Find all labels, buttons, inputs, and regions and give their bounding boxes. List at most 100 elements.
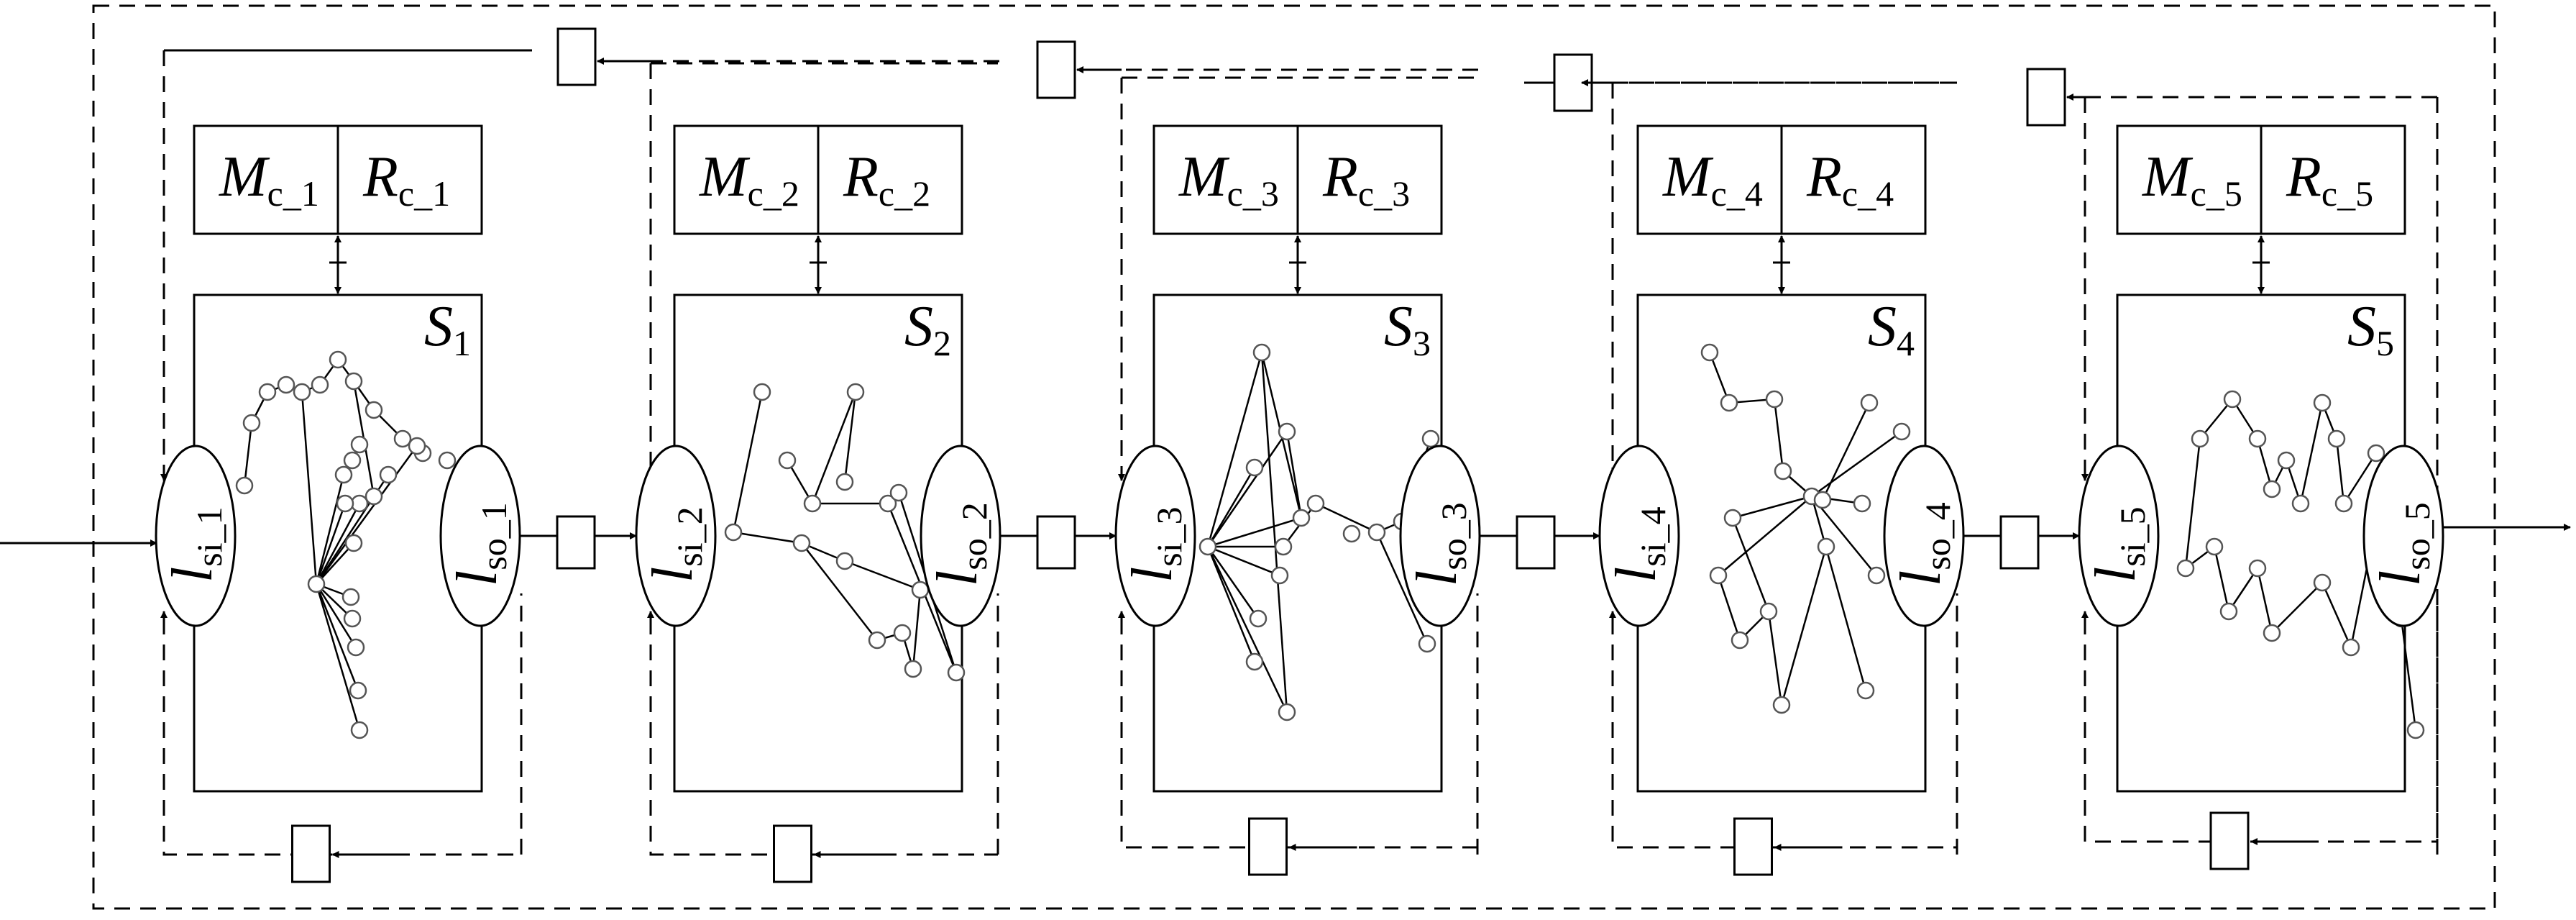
graph-node [2176, 559, 2195, 578]
graph-node [868, 631, 886, 650]
graph-node [408, 437, 426, 455]
graph-edge [732, 391, 764, 533]
graph-edge [315, 474, 345, 585]
graph-edge [315, 503, 347, 585]
system-box [1152, 293, 1443, 793]
system-label: S2 [904, 295, 951, 363]
graph-node [778, 451, 797, 470]
graph-edge [1708, 352, 1731, 404]
input-layer-ellipse [2078, 445, 2160, 627]
graph-node [1759, 602, 1778, 621]
graph-edge [733, 531, 802, 545]
graph-node [1367, 523, 1386, 542]
graph-node [242, 414, 261, 432]
graph-edge [316, 542, 354, 585]
network-graph [1700, 343, 1911, 714]
graph-node [1817, 537, 1835, 556]
rule-label: Rc_3 [1322, 145, 1410, 214]
delay-box-bottom-4 [1733, 817, 1773, 876]
memory-label: Mc_3 [1178, 145, 1279, 214]
system-box [2116, 293, 2406, 793]
graph-node [1198, 537, 1217, 556]
graph-node [1772, 696, 1791, 714]
delay-box-top-2 [556, 27, 597, 86]
graph-edge [315, 583, 361, 731]
graph-edge [2299, 402, 2324, 504]
graph-node [1278, 703, 1296, 721]
graph-edge [811, 391, 857, 504]
graph-edge [1206, 352, 1263, 547]
graph-node [2277, 451, 2296, 470]
graph-node [342, 588, 360, 606]
graph-node [1723, 509, 1742, 527]
graph-edge [1206, 546, 1256, 662]
graph-edge [844, 560, 921, 591]
graph-edge [315, 445, 418, 585]
delay-box-bottom-2 [773, 824, 812, 883]
graph-node [277, 375, 295, 394]
graph-node [1860, 393, 1879, 412]
network-graph [235, 350, 457, 739]
graph-node [379, 465, 398, 484]
system-label: S4 [1868, 295, 1915, 363]
graph-node [2342, 638, 2360, 657]
graph-node [2313, 393, 2332, 412]
delay-box-top-3 [1036, 40, 1076, 99]
graph-node [1245, 652, 1264, 671]
input-layer-ellipse [635, 445, 717, 627]
graph-node [336, 494, 354, 513]
graph-edge [1811, 430, 1902, 498]
graph-node [2205, 537, 2224, 556]
delay-box-forward-1 [556, 515, 596, 570]
input-layer-label: lsi_2 [641, 506, 710, 583]
graph-node [1342, 524, 1361, 543]
graph-node [350, 494, 369, 513]
graph-node [753, 383, 771, 401]
delay-box-bottom-3 [1248, 817, 1288, 876]
graph-node [307, 575, 326, 593]
graph-edge [301, 391, 318, 585]
graph-node [947, 663, 966, 682]
graph-node [349, 681, 367, 700]
graph-edge [1780, 546, 1828, 706]
graph-node [350, 435, 369, 454]
graph-node [2263, 480, 2281, 498]
graph-node [2248, 429, 2267, 448]
graph-edge [1821, 402, 1871, 501]
graph-node [1278, 422, 1296, 441]
graph-node [1306, 494, 1325, 513]
graph-edge [1718, 496, 1812, 576]
local-feedback-loop [162, 49, 523, 856]
graph-node [889, 483, 908, 502]
input-layer-label: lsi_3 [1121, 506, 1189, 583]
graph-edge [1773, 398, 1784, 472]
graph-node [2406, 721, 2425, 739]
graph-edge [1207, 516, 1302, 548]
graph-node [350, 721, 369, 739]
graph-edge [1206, 546, 1260, 619]
graph-node [835, 473, 854, 491]
graph-node [1765, 390, 1784, 409]
graph-node [1853, 494, 1871, 513]
memory-label: Mc_5 [2142, 145, 2242, 214]
graph-node [344, 372, 363, 391]
graph-edge [1206, 431, 1288, 547]
output-layer-label: lso_2 [926, 502, 994, 586]
graph-node [365, 487, 383, 506]
delay-box-forward-2 [1036, 515, 1076, 570]
graph-node [2367, 444, 2385, 463]
graph-edge [2184, 438, 2201, 569]
system-label: S5 [2347, 295, 2394, 363]
graph-node [438, 451, 457, 470]
input-layer-ellipse [155, 445, 237, 627]
graph-edge [912, 589, 922, 670]
graph-node [1856, 681, 1875, 700]
graph-edge [2335, 438, 2345, 504]
output-layer-label: lso_5 [2369, 502, 2437, 586]
graph-edge [801, 542, 878, 641]
delay-box-forward-3 [1516, 515, 1556, 570]
